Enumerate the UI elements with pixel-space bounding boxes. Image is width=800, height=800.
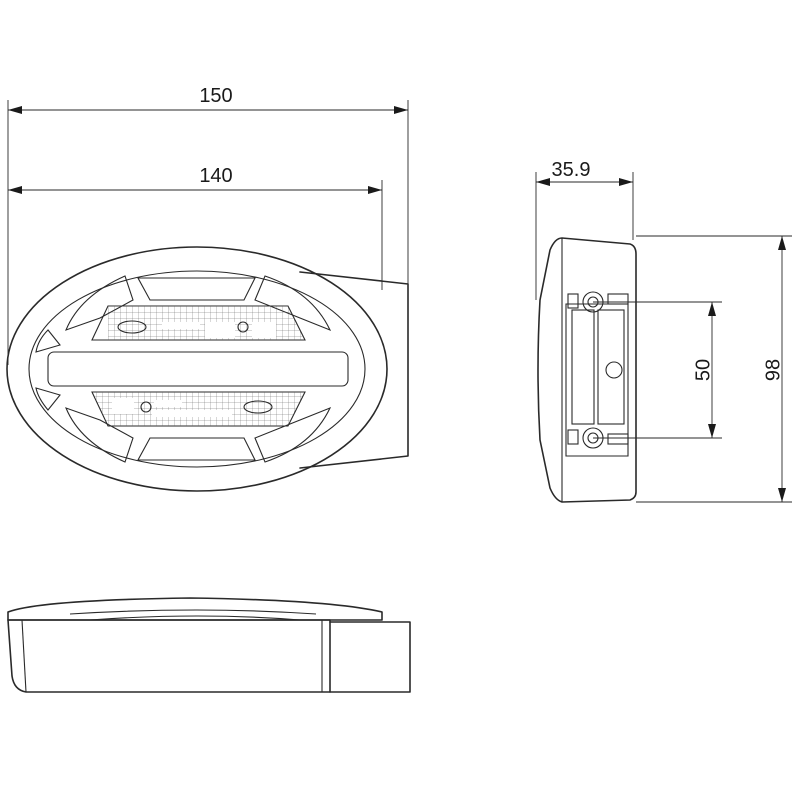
top-view	[7, 597, 411, 693]
center-grid-bar	[47, 351, 349, 387]
dimension-label-98: 98	[762, 359, 784, 381]
side-window-left-lower	[35, 387, 61, 411]
approval-mark-oval	[117, 320, 147, 334]
approval-mark-oval	[243, 400, 273, 414]
lens-dome-inner	[89, 615, 301, 621]
dimension-mount-spacing: 50	[593, 301, 722, 439]
pad	[607, 433, 629, 445]
pad	[607, 293, 629, 305]
lens-dome-inner	[69, 609, 317, 615]
pad	[567, 293, 579, 309]
approval-mark-circle	[140, 401, 152, 413]
marking-label	[252, 322, 276, 338]
pad	[567, 429, 579, 445]
window-segment	[65, 407, 134, 463]
dimension-label-150: 150	[199, 85, 232, 107]
mounting-tab-outline	[299, 271, 409, 469]
window-segment	[137, 277, 256, 301]
housing-outline	[6, 246, 388, 492]
dimension-label-50: 50	[692, 359, 714, 381]
marking-label	[162, 322, 200, 329]
center-boss	[605, 361, 623, 379]
side-view	[537, 237, 637, 503]
dimension-height: 98	[636, 235, 792, 503]
front-view	[6, 246, 409, 492]
dimension-label-140: 140	[199, 165, 232, 187]
dimension-overall-width: 150	[7, 85, 409, 365]
channel-slot	[597, 309, 625, 425]
window-segment	[254, 275, 332, 332]
window-segment	[137, 437, 256, 461]
window-segment	[254, 406, 332, 463]
side-body-outline	[537, 237, 637, 503]
marking-label	[205, 322, 235, 338]
window-segment	[65, 275, 134, 331]
channel-slot	[571, 309, 595, 425]
dimension-label-35-9: 35.9	[552, 159, 591, 181]
approval-mark-circle	[237, 321, 249, 333]
body-outline	[7, 619, 331, 693]
mounting-channel	[565, 303, 629, 457]
lens-boundary	[28, 270, 366, 468]
dimension-depth: 35.9	[535, 159, 634, 300]
lens-dome-outline	[7, 597, 383, 621]
marking-label	[154, 400, 182, 407]
mounting-tab-top	[329, 621, 411, 693]
side-window-left	[35, 329, 61, 353]
marking-label	[112, 398, 134, 414]
dimension-lens-width: 140	[8, 165, 383, 290]
marking-label	[152, 410, 232, 417]
